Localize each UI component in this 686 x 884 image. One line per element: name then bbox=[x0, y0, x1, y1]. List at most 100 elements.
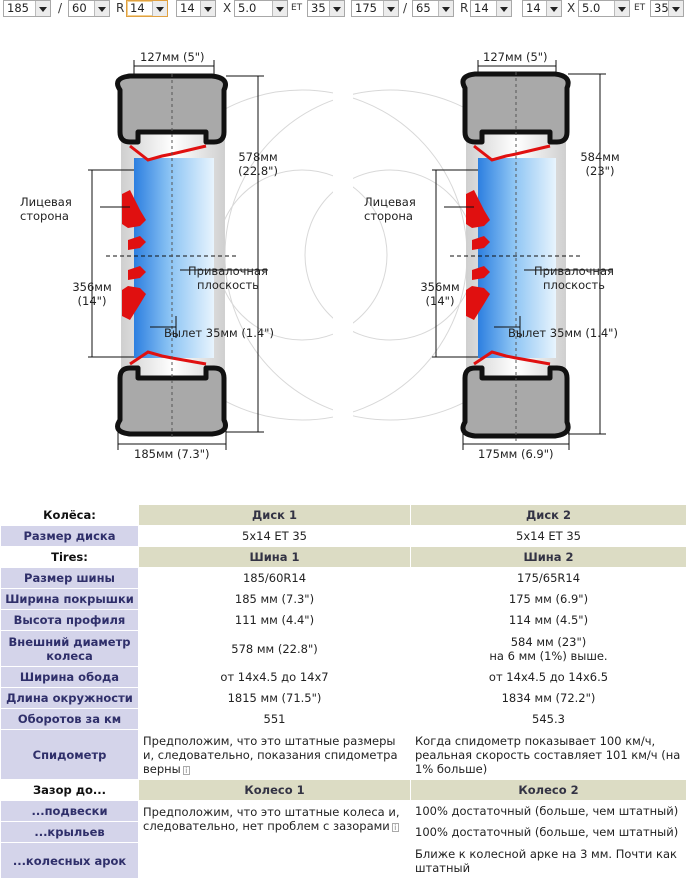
cell: 185/60R14 bbox=[138, 567, 411, 589]
cell: от 14x4.5 до 14x6.5 bbox=[410, 666, 686, 688]
wheel2-header: Колесо 2 bbox=[410, 779, 686, 801]
row-label: Длина окружности bbox=[0, 687, 139, 709]
chevron-down-icon bbox=[383, 1, 398, 16]
chevron-down-icon bbox=[35, 1, 50, 16]
cell: 100% достаточный (больше, чем штатный) bbox=[410, 800, 686, 822]
row-label: Внешний диаметр колеса bbox=[0, 630, 139, 667]
row-label: Ширина покрышки bbox=[0, 588, 139, 610]
table-row: Ширина покрышки 185 мм (7.3") 175 мм (6.… bbox=[0, 588, 686, 610]
comparison-table: Колёса: Диск 1 Диск 2 Размер диска 5x14 … bbox=[0, 504, 686, 879]
rim-width-label: 127мм (5") bbox=[483, 50, 548, 64]
rim1-offset-select[interactable]: 35 bbox=[307, 0, 345, 17]
disk2-header: Диск 2 bbox=[410, 504, 686, 526]
table-row: Оборотов за км 551 545.3 bbox=[0, 708, 686, 730]
rim-diameter-label: 356мм(14") bbox=[72, 280, 112, 308]
cell: Предположим, что это штатные размеры и, … bbox=[138, 729, 411, 780]
cell bbox=[138, 842, 411, 879]
cell: 578 мм (22.8") bbox=[138, 630, 411, 667]
tires-section-header: Tires: bbox=[0, 546, 139, 568]
chevron-down-icon bbox=[668, 1, 683, 16]
clearance-section-header: Зазор до... bbox=[0, 779, 139, 801]
cell: 175/65R14 bbox=[410, 567, 686, 589]
tire2-diameter-select[interactable]: 14 bbox=[470, 0, 512, 17]
tire1-diameter-select[interactable]: 14 bbox=[126, 0, 168, 17]
cell: 175 мм (6.9") bbox=[410, 588, 686, 610]
x-label: X bbox=[223, 1, 232, 15]
rim1-diameter-select[interactable]: 14 bbox=[176, 0, 216, 17]
size-selector-bar: 185 / 60 R 14 14 X 5.0 ET 35 175 / 65 R … bbox=[0, 0, 686, 18]
cell: 545.3 bbox=[410, 708, 686, 730]
note-icon[interactable]: i bbox=[182, 765, 190, 775]
tire-width-label: 185мм (7.3") bbox=[134, 447, 210, 461]
rim2-offset-select[interactable]: 35 bbox=[650, 0, 684, 17]
rim-width-label: 127мм (5") bbox=[140, 50, 205, 64]
chevron-down-icon bbox=[614, 1, 629, 16]
chevron-down-icon bbox=[200, 1, 215, 16]
rim1-width-select[interactable]: 5.0 bbox=[234, 0, 288, 17]
outer-diameter-label: 584мм(23") bbox=[580, 150, 620, 178]
table-row: Высота профиля 111 мм (4.4") 114 мм (4.5… bbox=[0, 609, 686, 631]
table-row: Колёса: Диск 1 Диск 2 bbox=[0, 504, 686, 526]
chevron-down-icon bbox=[438, 1, 453, 16]
wheel-cross-section-drawing bbox=[88, 20, 612, 490]
rim2-width-select[interactable]: 5.0 bbox=[578, 0, 630, 17]
chevron-down-icon bbox=[329, 1, 344, 16]
table-row: Размер шины 185/60R14 175/65R14 bbox=[0, 567, 686, 589]
row-label: ...подвески bbox=[0, 800, 139, 822]
cell: 114 мм (4.5") bbox=[410, 609, 686, 631]
tire1-profile-select[interactable]: 60 bbox=[68, 0, 110, 17]
note-icon[interactable]: i bbox=[391, 823, 399, 832]
cell: Предположим, что это штатные колеса и, с… bbox=[138, 800, 411, 843]
row-label: ...колесных арок bbox=[0, 842, 139, 879]
chevron-down-icon bbox=[496, 1, 511, 16]
tire2-profile-select[interactable]: 65 bbox=[412, 0, 454, 17]
slash-separator: / bbox=[58, 1, 63, 15]
cell: 5x14 ET 35 bbox=[138, 525, 411, 547]
tire-width-label: 175мм (6.9") bbox=[478, 447, 554, 461]
disk1-header: Диск 1 bbox=[138, 504, 411, 526]
cell: 584 мм (23")на 6 мм (1%) выше. bbox=[410, 630, 686, 667]
table-row: Зазор до... Колесо 1 Колесо 2 bbox=[0, 779, 686, 801]
rim-diameter-label: 356мм(14") bbox=[420, 280, 460, 308]
row-label: Размер шины bbox=[0, 567, 139, 589]
right-wheel-section bbox=[432, 60, 612, 450]
table-row: Длина окружности 1815 мм (71.5") 1834 мм… bbox=[0, 687, 686, 709]
cell: Когда спидометр показывает 100 км/ч, реа… bbox=[410, 729, 686, 780]
cell: от 14x4.5 до 14x7 bbox=[138, 666, 411, 688]
table-row: Tires: Шина 1 Шина 2 bbox=[0, 546, 686, 568]
cell: 5x14 ET 35 bbox=[410, 525, 686, 547]
cell: 1815 мм (71.5") bbox=[138, 687, 411, 709]
rim2-diameter-select[interactable]: 14 bbox=[522, 0, 562, 17]
chevron-down-icon bbox=[94, 1, 109, 16]
cell: 1834 мм (72.2") bbox=[410, 687, 686, 709]
row-label: Ширина обода bbox=[0, 666, 139, 688]
chevron-down-icon bbox=[272, 1, 287, 16]
chevron-down-icon bbox=[546, 1, 561, 16]
table-row: Размер диска 5x14 ET 35 5x14 ET 35 bbox=[0, 525, 686, 547]
row-label: Спидометр bbox=[0, 729, 139, 780]
table-row: ...крыльев 100% достаточный (больше, чем… bbox=[0, 821, 686, 843]
table-row: ...колесных арок Ближе к колесной арке н… bbox=[0, 842, 686, 879]
offset-label: Вылет 35мм (1.4") bbox=[164, 326, 274, 340]
wheels-section-header: Колёса: bbox=[0, 504, 139, 526]
x-label: X bbox=[567, 1, 576, 15]
table-row: Ширина обода от 14x4.5 до 14x7 от 14x4.5… bbox=[0, 666, 686, 688]
slash-separator: / bbox=[403, 1, 408, 15]
tire1-width-select[interactable]: 185 bbox=[3, 0, 51, 17]
outer-diameter-label: 578мм(22.8") bbox=[238, 150, 278, 178]
left-wheel-section bbox=[88, 60, 268, 450]
tire2-header: Шина 2 bbox=[410, 546, 686, 568]
cell: 185 мм (7.3") bbox=[138, 588, 411, 610]
r-label: R bbox=[116, 1, 125, 15]
tire2-width-select[interactable]: 175 bbox=[351, 0, 399, 17]
cell: 551 bbox=[138, 708, 411, 730]
rim-outline-circle bbox=[216, 169, 388, 341]
table-row: Внешний диаметр колеса 578 мм (22.8") 58… bbox=[0, 630, 686, 667]
row-label: ...крыльев bbox=[0, 821, 139, 843]
cell: Ближе к колесной арке на 3 мм. Почти как… bbox=[410, 842, 686, 879]
cell: 100% достаточный (больше, чем штатный) bbox=[410, 821, 686, 843]
